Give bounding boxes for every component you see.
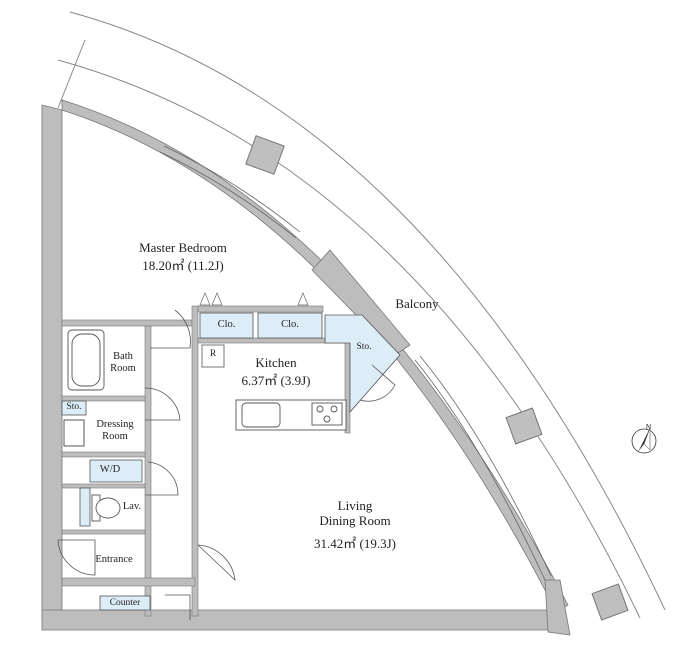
dressing-room-name: Dressing Room — [86, 419, 144, 443]
balcony-label: Balcony — [395, 296, 439, 311]
dressing-line-1: Dressing — [96, 419, 134, 430]
counter-area — [99, 595, 151, 611]
counter-label: Counter — [109, 598, 141, 608]
kitchen-storage-area — [324, 314, 401, 414]
balcony-railing — [57, 11, 666, 619]
kitchen-storage-label: Sto. — [356, 342, 372, 352]
closet-2-label: Clo. — [281, 319, 299, 330]
living-line-1: Living — [337, 498, 373, 513]
entrance-label: Entrance — [95, 554, 133, 565]
bath-line-1: Bath — [113, 351, 133, 362]
compass-north-label: N — [646, 424, 652, 431]
living-dining-name: Living Dining Room — [295, 498, 415, 529]
refrigerator-label: R — [209, 349, 217, 359]
bath-line-2: Room — [110, 363, 136, 375]
kitchen-name: Kitchen — [255, 355, 297, 370]
kitchen-area: 6.37㎡ (3.9J) — [241, 373, 311, 388]
lavatory-label: Lav. — [122, 501, 142, 512]
balcony-drain — [505, 407, 543, 445]
toilet — [91, 494, 121, 522]
balcony-drain — [245, 135, 285, 175]
bathtub — [67, 329, 105, 391]
dressing-line-2: Room — [102, 431, 128, 443]
living-dining-area: 31.42㎡ (19.3J) — [314, 536, 396, 551]
closet-1-label: Clo. — [217, 319, 236, 330]
kitchen-counter — [235, 399, 347, 431]
closet-1-area — [199, 312, 254, 339]
small-storage-label: Sto. — [66, 402, 82, 412]
exterior-wall — [41, 99, 571, 636]
lav-storage-area — [79, 487, 91, 527]
storage-areas — [61, 312, 401, 611]
wd-area — [89, 459, 143, 483]
closet-2-area — [257, 312, 323, 339]
master-bedroom-name: Master Bedroom — [139, 240, 227, 255]
compass-icon — [631, 427, 657, 454]
vents — [199, 292, 309, 306]
interior-walls — [61, 305, 351, 617]
small-storage-area — [61, 400, 87, 416]
bath-room-name: Bath Room — [102, 351, 144, 375]
refrigerator-space — [201, 344, 225, 368]
doors — [57, 309, 396, 620]
washbasin — [63, 419, 85, 447]
windows — [159, 145, 552, 581]
living-line-2: Dining Room — [319, 512, 391, 528]
balcony-drain — [591, 583, 629, 621]
wd-label: W/D — [99, 464, 121, 475]
master-bedroom-area: 18.20㎡ (11.2J) — [142, 258, 224, 273]
